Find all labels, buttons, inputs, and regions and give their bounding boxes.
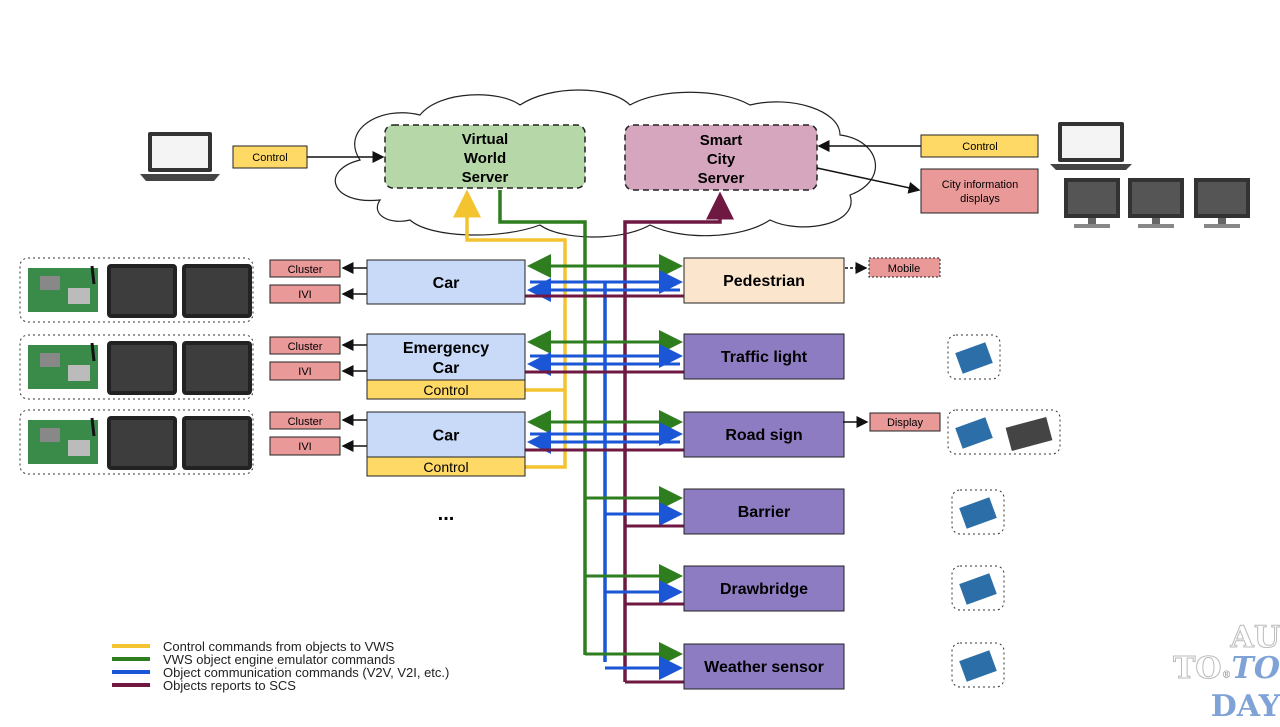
hardware-group [947, 334, 1001, 380]
laptop-icon [1050, 122, 1132, 170]
lcd-module-icon [1005, 416, 1053, 452]
cluster-label: Cluster [288, 264, 323, 276]
car-control-label: Control [423, 382, 468, 398]
right-control-label: Control [962, 141, 997, 153]
object-label: Traffic light [721, 349, 808, 366]
object-box-weather-sensor [683, 643, 845, 690]
virtual-world-server: Virtual World Server [384, 124, 586, 189]
legend-label: Control commands from objects to VWS [163, 639, 395, 654]
object-label: Pedestrian [723, 273, 805, 290]
arduino-icon [959, 497, 997, 529]
hardware-group [951, 565, 1005, 611]
car-name: Car [433, 275, 460, 292]
dev-board-icon [28, 265, 98, 312]
tablet-icon [107, 264, 177, 318]
arduino-icon [959, 573, 997, 605]
hardware-group [947, 409, 1061, 455]
object-box-pedestrian [683, 257, 845, 304]
scs-label: Server [698, 170, 745, 187]
ivi-box [269, 361, 341, 381]
mobile-label: Mobile [888, 263, 920, 275]
vws-label: World [464, 150, 506, 167]
object-label: Barrier [738, 504, 790, 521]
scs-label: City [707, 151, 736, 168]
city-info-label: City information [942, 179, 1018, 191]
smart-city-server: Smart City Server [624, 124, 818, 191]
dev-board-icon [28, 417, 98, 464]
legend-label: Object communication commands (V2V, V2I,… [163, 665, 449, 680]
legend-label: VWS object engine emulator commands [163, 652, 395, 667]
car-name: Car [433, 428, 460, 445]
vws-label: Server [462, 169, 509, 186]
ivi-box [269, 284, 341, 304]
car-control-box [366, 379, 526, 400]
arduino-icon [959, 650, 997, 682]
vws-label: Virtual [462, 131, 508, 148]
object-box-barrier [683, 488, 845, 535]
display-label: Display [887, 417, 924, 429]
legend-label: Objects reports to SCS [163, 678, 296, 693]
car-box [366, 333, 526, 381]
car-control-label: Control [423, 459, 468, 475]
more-cars-ellipsis: ... [438, 503, 455, 525]
cluster-box [269, 336, 341, 355]
car-name: Car [433, 360, 460, 377]
watermark-logo: AU TO®TO DAY [1173, 620, 1280, 724]
monitor-icon [1064, 178, 1250, 228]
car-name: Emergency [403, 340, 489, 357]
car-box [366, 411, 526, 458]
tablet-icon [182, 416, 252, 470]
hardware-group [951, 642, 1005, 688]
object-box-road-sign [683, 411, 845, 458]
object-box-traffic-light [683, 333, 845, 380]
object-label: Road sign [725, 427, 802, 444]
tablet-icon [107, 341, 177, 395]
laptop-icon [140, 132, 220, 181]
arduino-icon [955, 342, 993, 374]
cluster-label: Cluster [288, 341, 323, 353]
arduino-icon [955, 417, 993, 449]
left-control-label: Control [252, 152, 287, 164]
scs-label: Smart [700, 132, 743, 149]
mobile-box [868, 257, 941, 278]
cluster-box [269, 259, 341, 278]
ivi-label: IVI [298, 366, 311, 378]
tablet-icon [107, 416, 177, 470]
object-box-drawbridge [683, 565, 845, 612]
object-label: Drawbridge [720, 581, 808, 598]
ivi-label: IVI [298, 441, 311, 453]
city-info-displays-box [920, 168, 1039, 214]
legend: Control commands from objects to VWSVWS … [112, 639, 449, 693]
cluster-box [269, 411, 341, 430]
dev-board-icon [28, 342, 98, 389]
display-box [869, 412, 941, 432]
city-info-label: displays [960, 193, 1000, 205]
object-label: Weather sensor [704, 659, 824, 676]
ivi-label: IVI [298, 289, 311, 301]
tablet-icon [182, 341, 252, 395]
car-control-box [366, 456, 526, 477]
car-box [366, 259, 526, 305]
ivi-box [269, 436, 341, 456]
hardware-group [951, 489, 1005, 535]
tablet-icon [182, 264, 252, 318]
cluster-label: Cluster [288, 416, 323, 428]
